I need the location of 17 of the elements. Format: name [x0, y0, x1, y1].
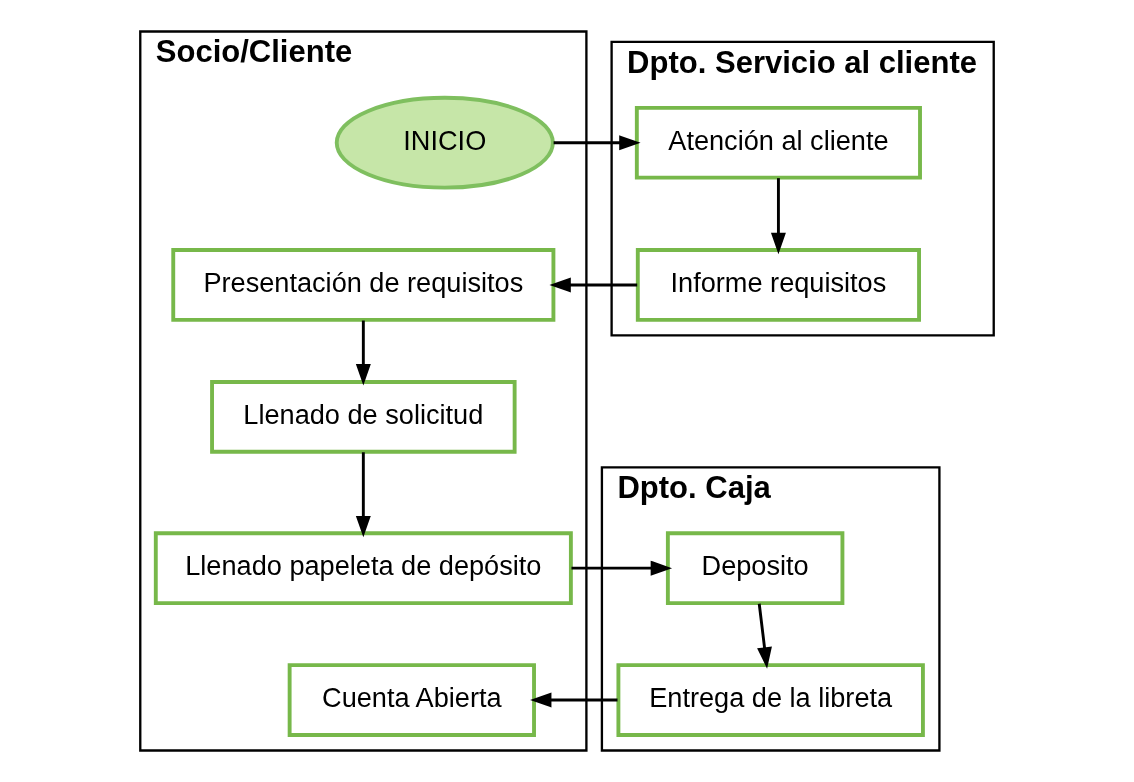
arrow	[530, 692, 618, 708]
arrow	[553, 135, 641, 151]
arrow	[571, 560, 673, 576]
node-box: Llenado de solicitud	[210, 380, 517, 454]
node-box: Cuenta Abierta	[287, 663, 536, 737]
node-box: Deposito	[665, 531, 845, 605]
node-box: Llenado papeleta de depósito	[153, 531, 573, 605]
arrow	[757, 603, 772, 669]
arrow	[355, 452, 371, 538]
arrow	[770, 178, 786, 255]
node-box: Entrega de la libreta	[616, 663, 925, 737]
node-box: Presentación de requisitos	[171, 248, 556, 322]
node-box: Atención al cliente	[634, 105, 922, 180]
arrow	[355, 320, 371, 386]
arrow	[549, 277, 638, 293]
node-box: Informe requisitos	[635, 248, 921, 322]
node-ellipse: INICIO	[334, 95, 555, 190]
